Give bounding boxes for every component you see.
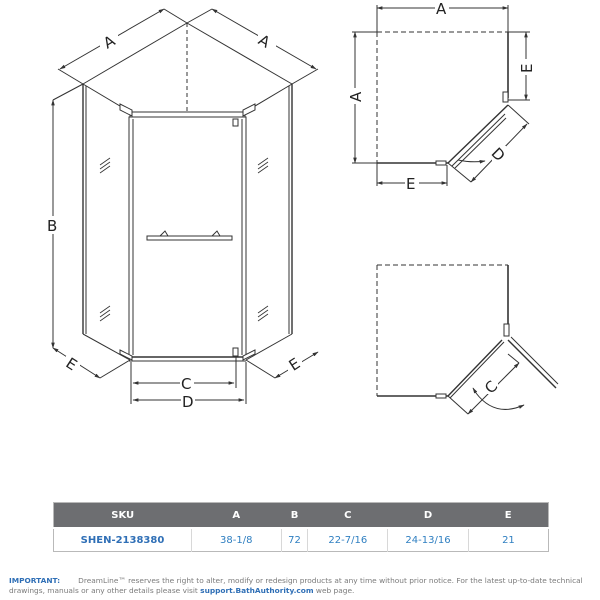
dim-label-b: B: [47, 217, 57, 235]
column-header-e: E: [468, 502, 549, 528]
top-plan-labels: A A E E D: [347, 0, 536, 193]
column-header-sku: SKU: [53, 502, 192, 528]
notice-label: IMPORTANT:: [9, 576, 61, 585]
cell-d: 24-13/16: [387, 528, 469, 552]
cell-b: 72: [280, 528, 308, 552]
notice-text: DreamLine™ reserves the right to alter, …: [9, 576, 583, 595]
dim-label-a: A: [347, 91, 365, 102]
column-header-c: C: [307, 502, 388, 528]
door-swing-labels: C: [481, 377, 501, 397]
cell-a: 38-1/8: [190, 528, 282, 552]
important-notice: IMPORTANT:DreamLine™ reserves the right …: [9, 576, 594, 596]
front-view: [51, 8, 319, 404]
technical-drawing: A A B E E C D: [46, 0, 559, 415]
support-link[interactable]: support.BathAuthority.com: [200, 586, 314, 595]
spec-table: SKU A B C D E SHEN-2138380 38-1/8 72 22-…: [53, 502, 549, 552]
dim-label-c: C: [481, 377, 501, 397]
cell-sku: SHEN-2138380: [53, 528, 192, 552]
notice-text-end: web page.: [313, 586, 355, 595]
dim-label-d: D: [182, 393, 194, 411]
dim-label-e: E: [518, 64, 536, 73]
spec-table-header-row: SKU A B C D E: [53, 502, 549, 528]
cell-e: 21: [467, 528, 549, 552]
dim-label-c: C: [181, 375, 191, 393]
table-row: SHEN-2138380 38-1/8 72 22-7/16 24-13/16 …: [53, 528, 549, 552]
door-swing-view: [376, 264, 559, 415]
dim-label-e: E: [406, 175, 415, 193]
column-header-b: B: [281, 502, 308, 528]
column-header-a: A: [191, 502, 282, 528]
column-header-d: D: [387, 502, 469, 528]
cell-c: 22-7/16: [307, 528, 388, 552]
dim-label-a: A: [436, 0, 447, 18]
front-view-labels: A A B E E C D: [46, 30, 303, 411]
